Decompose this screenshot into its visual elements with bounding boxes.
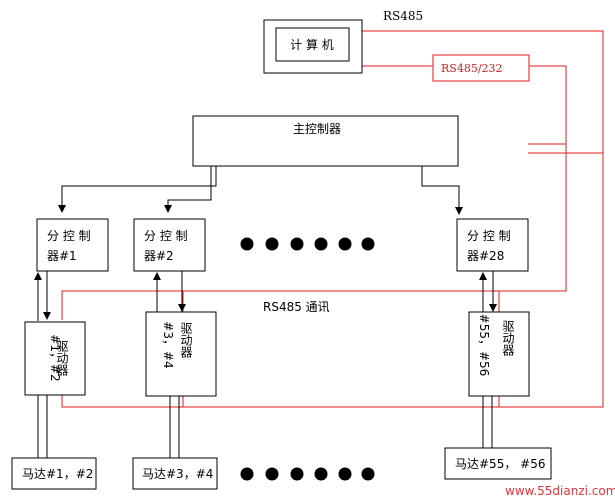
main-to-sub-connectors	[58, 166, 463, 215]
motor-2-box	[132, 457, 218, 490]
driver-28-label: 驱动器	[501, 320, 515, 357]
sub-controller-2-box	[133, 218, 206, 272]
motor-1-box	[11, 457, 97, 490]
driver-1-label: 驱动器	[55, 340, 69, 377]
driver-2-label: 驱动器	[179, 322, 193, 359]
driver-motor-connectors	[37, 395, 493, 458]
sub-controller-28-line2: 器#28	[467, 249, 504, 263]
converter-box	[432, 54, 530, 82]
computer-label: 计 算 机	[290, 37, 334, 52]
motor-1-label: 马达#1，#2	[22, 467, 93, 481]
driver-28-text: #55，#56	[477, 314, 491, 377]
driver-2-box	[145, 311, 217, 397]
converter-label: RS485/232	[441, 62, 503, 75]
motor-28-box	[444, 447, 552, 480]
main-controller-box	[192, 115, 459, 167]
motor-2-label: 马达#3，#4	[142, 467, 213, 481]
sub-controller-28-box	[456, 218, 529, 272]
driver-1-text: #1，#2	[48, 334, 62, 381]
watermark: www.55dianzi.com	[505, 484, 615, 498]
ellipsis-dots-motors	[240, 467, 375, 481]
driver-2-text-a: #3，#4	[161, 321, 175, 368]
sub-controller-28-line1: 分 控 制	[467, 229, 511, 243]
driver-1-box	[24, 321, 86, 396]
ellipsis-dots-controllers	[240, 237, 375, 251]
rs485-label: RS485	[383, 9, 423, 23]
sub-controller-2-line2: 器#2	[144, 249, 174, 263]
sub-controller-2-line1: 分 控 制	[144, 229, 188, 243]
sub-controller-1-line2: 器#1	[47, 249, 77, 263]
driver-28-box	[468, 311, 530, 397]
driver-28-text-a: #55，#56	[477, 314, 491, 377]
main-controller-label: 主控制器	[293, 122, 341, 136]
computer-box	[275, 27, 350, 62]
sub-controller-1-line1: 分 控 制	[47, 229, 91, 243]
rs485-comm-label: RS485 通讯	[263, 300, 330, 314]
driver-1-text-a: #1，#2	[48, 334, 62, 381]
motor-28-label: 马达#55， #56	[455, 457, 545, 471]
sub-controller-1-box	[36, 218, 109, 272]
sub-driver-connectors	[34, 271, 497, 321]
driver-2-text: #3，#4	[161, 321, 175, 368]
